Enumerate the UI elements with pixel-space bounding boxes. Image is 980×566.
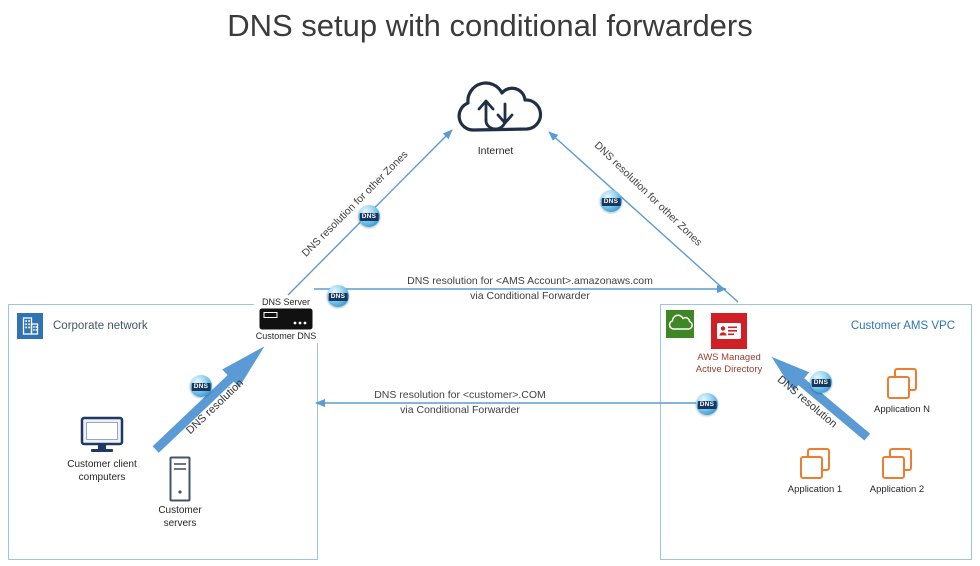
dns-globe-badge: DNS xyxy=(359,213,379,221)
dns-server-icon xyxy=(259,308,313,330)
corporate-building-icon xyxy=(17,313,43,339)
dns-globe-icon: DNS xyxy=(696,393,718,415)
dns-server-label: DNS Server xyxy=(261,297,310,307)
application-icon xyxy=(887,368,917,399)
server-tower-icon xyxy=(169,456,191,502)
corp-to-vpc-flow-line1: DNS resolution for <AMS Account>.amazona… xyxy=(404,275,656,287)
application-n-node: Application N xyxy=(865,367,939,416)
customer-dns-node: DNS Server Customer DNS xyxy=(254,296,318,343)
application-n-label: Application N xyxy=(874,404,930,415)
corporate-network-title: Corporate network xyxy=(53,320,148,332)
application-2-node: Application 2 xyxy=(860,447,934,496)
dns-globe-badge: DNS xyxy=(191,383,211,391)
diagram-title: DNS setup with conditional forwarders xyxy=(227,8,753,43)
dns-globe-badge: DNS xyxy=(697,401,717,409)
customer-servers-node: Customer servers xyxy=(148,456,212,530)
vpc-to-corp-flow-line1: DNS resolution for <customer>.COM xyxy=(371,389,549,401)
client-computer-icon xyxy=(80,416,124,452)
managed-ad-label: AWS Managed Active Directory xyxy=(695,352,763,375)
corporate-network-box: Corporate network xyxy=(8,304,318,560)
managed-ad-icon xyxy=(711,313,747,349)
ams-vpc-box: Customer AMS VPC xyxy=(660,304,972,560)
customer-client-computers-node: Customer client computers xyxy=(52,416,152,484)
aws-managed-ad-node: AWS Managed Active Directory xyxy=(694,313,764,376)
application-2-label: Application 2 xyxy=(869,484,925,495)
vpc-to-corp-flow-line2: via Conditional Forwarder xyxy=(397,404,523,416)
dns-globe-badge: DNS xyxy=(811,379,831,387)
dns-globe-icon: DNS xyxy=(600,190,622,212)
application-1-node: Application 1 xyxy=(778,447,852,496)
internet-cloud-icon xyxy=(457,81,543,132)
dns-globe-badge: DNS xyxy=(601,198,621,206)
dns-globe-badge: DNS xyxy=(328,293,348,301)
corp-to-vpc-flow-label: DNS resolution for <AMS Account>.amazona… xyxy=(330,275,730,302)
vpc-cloud-icon xyxy=(666,310,694,338)
vpc-zone-flow-label: DNS resolution for other Zones xyxy=(591,139,705,249)
application-1-label: Application 1 xyxy=(787,484,843,495)
internet-node: Internet xyxy=(448,74,543,158)
internet-label: Internet xyxy=(477,145,514,157)
ams-vpc-title: Customer AMS VPC xyxy=(850,320,955,332)
vpc-to-corp-flow-label: DNS resolution for <customer>.COM via Co… xyxy=(300,389,620,416)
dns-globe-icon: DNS xyxy=(327,285,349,307)
dns-globe-icon: DNS xyxy=(190,375,212,397)
corp-zone-flow-label: DNS resolution for other Zones xyxy=(299,148,411,260)
dns-globe-icon: DNS xyxy=(810,371,832,393)
application-icon xyxy=(800,448,830,479)
customer-servers-label: Customer servers xyxy=(158,505,202,529)
corp-to-vpc-flow-line2: via Conditional Forwarder xyxy=(467,290,593,302)
customer-dns-label: Customer DNS xyxy=(255,331,317,342)
client-computers-label: Customer client computers xyxy=(67,459,137,483)
dns-globe-icon: DNS xyxy=(358,205,380,227)
application-icon xyxy=(882,448,912,479)
